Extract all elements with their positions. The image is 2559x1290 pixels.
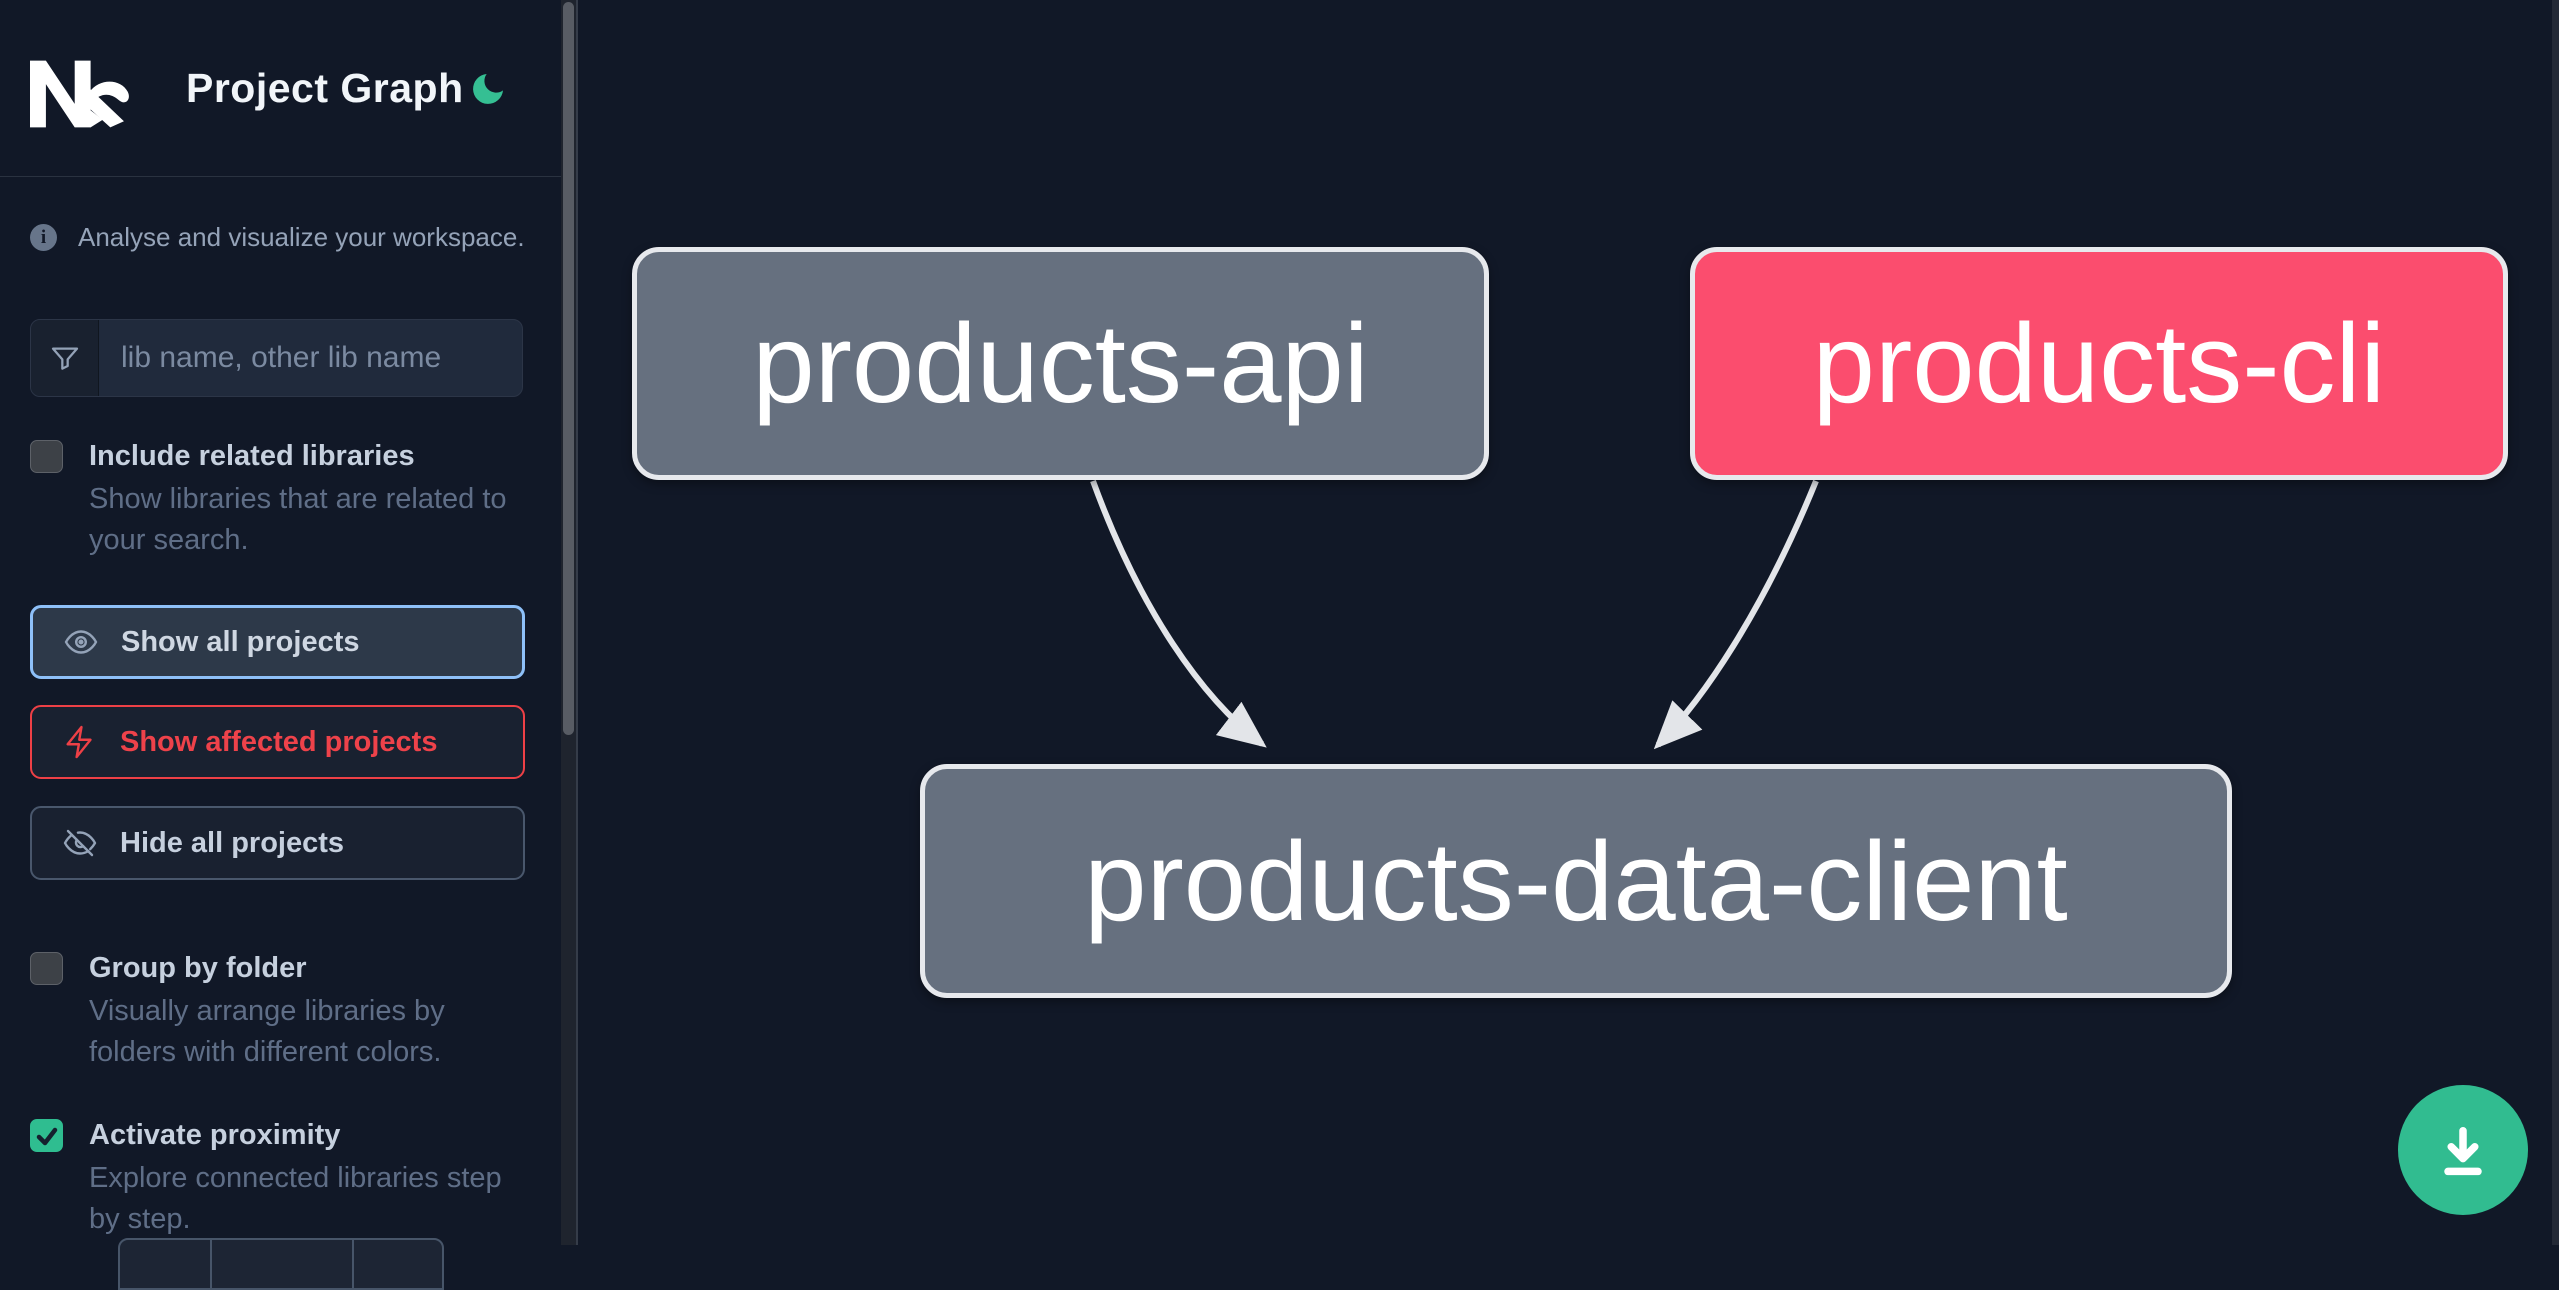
eye-off-icon bbox=[63, 829, 97, 857]
filter-icon bbox=[31, 320, 99, 396]
stepper-segment-right[interactable] bbox=[352, 1240, 442, 1288]
activate-proximity-checkbox[interactable] bbox=[30, 1119, 63, 1152]
node-products-cli-label: products-cli bbox=[1812, 301, 2386, 426]
download-icon bbox=[2444, 1126, 2482, 1176]
bolt-icon bbox=[66, 725, 92, 759]
node-products-api-label: products-api bbox=[752, 301, 1369, 426]
hide-all-projects-label: Hide all projects bbox=[120, 826, 345, 859]
info-icon: i bbox=[30, 224, 57, 251]
toggle-group-by-folder: Group by folder Visually arrange librari… bbox=[30, 950, 535, 1073]
moon-icon bbox=[473, 73, 503, 104]
download-graph-button[interactable] bbox=[2398, 1085, 2528, 1215]
show-all-projects-button[interactable]: Show all projects bbox=[30, 605, 525, 679]
node-products-api[interactable]: products-api bbox=[632, 247, 1489, 480]
node-products-data-client-label: products-data-client bbox=[1084, 818, 2068, 944]
search-bar bbox=[30, 319, 523, 397]
include-related-checkbox[interactable] bbox=[30, 440, 63, 473]
theme-toggle-button[interactable] bbox=[466, 68, 510, 112]
edge-products-api-to-products-data-client bbox=[1090, 479, 1267, 748]
include-related-label: Include related libraries bbox=[89, 440, 415, 472]
sidebar-header: Project Graph bbox=[0, 0, 561, 177]
hide-all-projects-button[interactable]: Hide all projects bbox=[30, 806, 525, 880]
node-products-cli[interactable]: products-cli bbox=[1690, 247, 2508, 480]
stepper-segment-middle[interactable] bbox=[210, 1240, 352, 1288]
show-all-projects-label: Show all projects bbox=[121, 625, 360, 658]
node-products-data-client[interactable]: products-data-client bbox=[920, 764, 2232, 998]
app-title: Project Graph bbox=[186, 64, 464, 111]
nx-logo bbox=[30, 60, 129, 128]
include-related-desc: Show libraries that are related to your … bbox=[89, 483, 507, 556]
workspace-tagline: Analyse and visualize your workspace. bbox=[78, 222, 525, 252]
group-by-folder-desc: Visually arrange libraries by folders wi… bbox=[89, 995, 445, 1068]
activate-proximity-label: Activate proximity bbox=[89, 1119, 341, 1151]
toggle-include-related: Include related libraries Show libraries… bbox=[30, 438, 535, 561]
workspace-info-row: i Analyse and visualize your workspace. bbox=[30, 222, 525, 253]
check-icon bbox=[36, 1127, 57, 1145]
group-by-folder-checkbox[interactable] bbox=[30, 952, 63, 985]
sidebar: Project Graph i Analyse and visualize yo… bbox=[0, 0, 561, 1290]
show-affected-projects-label: Show affected projects bbox=[120, 725, 438, 758]
page-scrollbar[interactable] bbox=[2552, 0, 2559, 1245]
activate-proximity-desc: Explore connected libraries step by step… bbox=[89, 1162, 502, 1235]
show-affected-projects-button[interactable]: Show affected projects bbox=[30, 705, 525, 779]
search-input[interactable] bbox=[99, 320, 522, 396]
sidebar-scrollbar-thumb[interactable] bbox=[563, 2, 574, 735]
proximity-stepper bbox=[118, 1238, 444, 1290]
eye-icon bbox=[64, 630, 98, 654]
stepper-segment-left[interactable] bbox=[120, 1240, 210, 1288]
toggle-activate-proximity: Activate proximity Explore connected lib… bbox=[30, 1117, 535, 1240]
group-by-folder-label: Group by folder bbox=[89, 952, 307, 984]
edge-products-cli-to-products-data-client bbox=[1653, 479, 1819, 750]
sidebar-scrollbar bbox=[561, 0, 578, 1245]
